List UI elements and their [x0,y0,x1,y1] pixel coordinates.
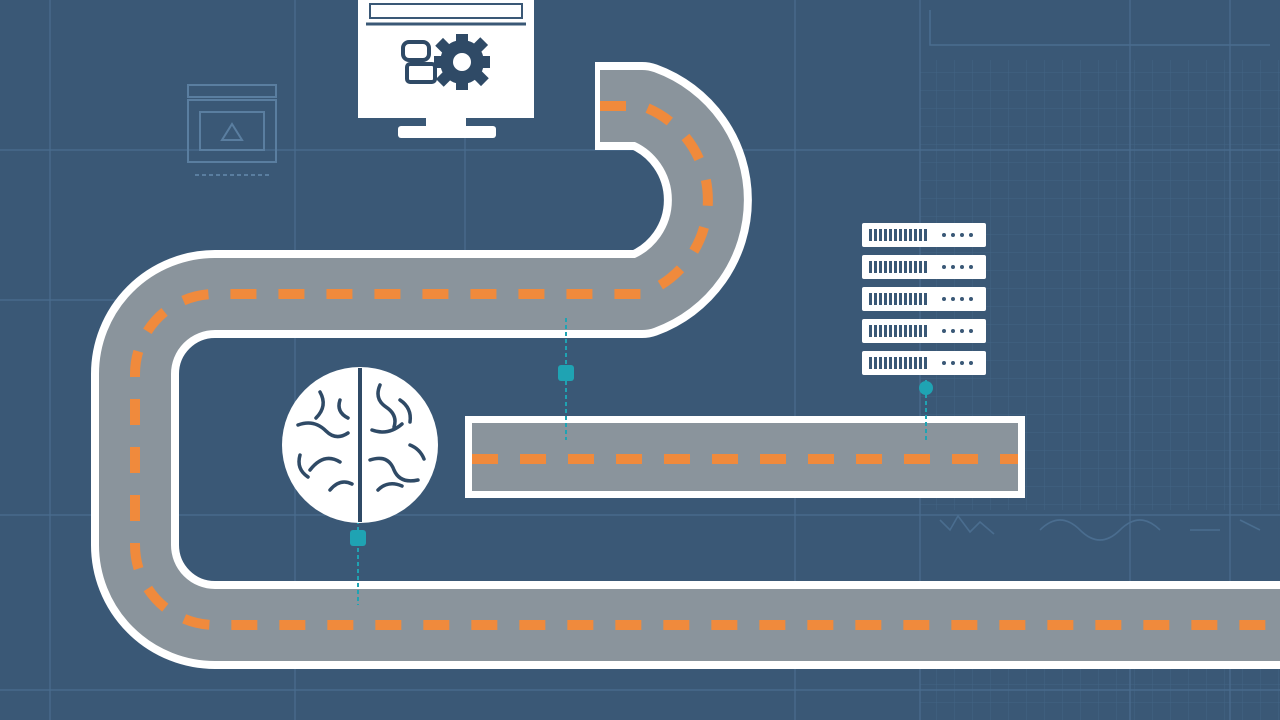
server-unit [862,255,986,279]
faint-monitor-icon [187,84,277,176]
road [91,62,1280,669]
server-rack-icon [862,223,986,375]
connectors [350,318,933,605]
branch-road-surface [472,423,1018,491]
server-unit [862,287,986,311]
server-unit [862,223,986,247]
lane-marking [130,101,1280,630]
brain-icon [282,367,438,523]
gear-icon [434,34,490,90]
server-unit [862,319,986,343]
app-shapes-icon [401,40,437,84]
monitor-settings-icon [358,0,534,138]
server-unit [862,351,986,375]
